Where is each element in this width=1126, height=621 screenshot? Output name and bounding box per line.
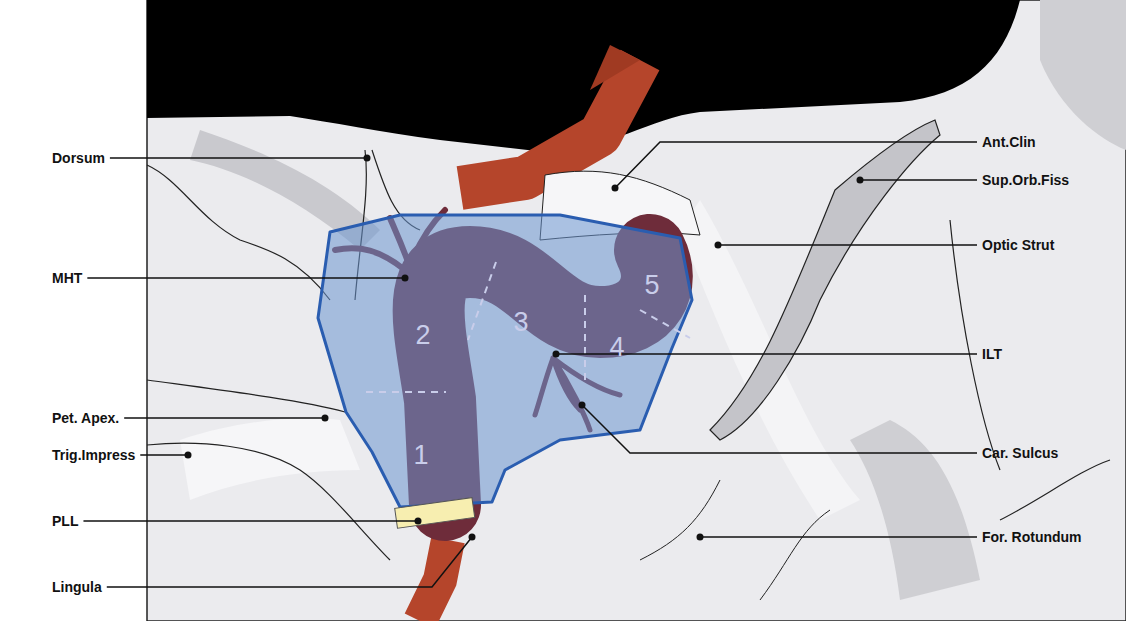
- clivus-edge: [147, 165, 330, 300]
- petrous-carotid: [420, 540, 448, 621]
- leader-line: [124, 417, 325, 419]
- callout-number: 5: [644, 270, 659, 300]
- leader-line: [718, 244, 977, 246]
- leader-dot: [579, 402, 586, 409]
- ligament-band: [395, 498, 475, 529]
- leader-dot: [402, 275, 409, 282]
- part-label: Lingula: [52, 578, 102, 596]
- leader-line: [615, 142, 977, 188]
- leader-line: [860, 179, 977, 181]
- leader-line: [110, 157, 367, 159]
- part-label: ILT: [982, 345, 1002, 363]
- leader-dot: [322, 415, 329, 422]
- part-label: MHT: [52, 269, 82, 287]
- supraclinoid-carotid: [460, 60, 640, 188]
- bone-ground: [147, 0, 1126, 621]
- callout-number: 4: [609, 332, 624, 362]
- segment-dividers: [366, 262, 690, 392]
- leader-line: [140, 454, 188, 456]
- bone-shading: [850, 420, 980, 600]
- part-label: PLL: [52, 512, 78, 530]
- part-label: Optic Strut: [982, 236, 1054, 254]
- segment-divider: [640, 310, 690, 338]
- segment-divider: [584, 295, 586, 382]
- segment-divider: [468, 262, 496, 340]
- leader-dot: [415, 518, 422, 525]
- petrous-ridge: [147, 380, 345, 412]
- leader-dot: [364, 155, 371, 162]
- leader-line: [107, 537, 472, 587]
- leader-dot: [697, 534, 704, 541]
- bone-edge: [950, 220, 1110, 520]
- leader-dot: [857, 177, 864, 184]
- cavernous-sinus: [318, 215, 692, 507]
- part-label: Car. Sulcus: [982, 444, 1058, 462]
- bone-shading: [1040, 0, 1126, 150]
- part-label: Ant.Clin: [982, 133, 1036, 151]
- segment-divider: [366, 391, 446, 393]
- leader-dot: [715, 242, 722, 249]
- part-label: Dorsum: [52, 149, 105, 167]
- carotid-cut: [590, 45, 640, 90]
- callout-number: 3: [513, 307, 528, 337]
- callout-number: 1: [413, 440, 428, 470]
- petrolingual-ligament: [395, 498, 475, 529]
- part-label: For. Rotundum: [982, 528, 1082, 546]
- leader-line: [83, 520, 418, 522]
- leader-dot: [553, 351, 560, 358]
- superior-orbital-fissure: [710, 120, 940, 440]
- leader-line: [582, 405, 977, 453]
- bone-edge: [640, 480, 830, 600]
- leader-dot: [469, 534, 476, 541]
- leader-line: [700, 536, 977, 538]
- trigeminal-impression: [147, 443, 390, 560]
- part-label: Sup.Orb.Fiss: [982, 171, 1069, 189]
- leader-line: [87, 277, 405, 279]
- callout-number: 2: [415, 320, 430, 350]
- part-label: Trig.Impress: [52, 446, 135, 464]
- part-label: Pet. Apex.: [52, 409, 119, 427]
- leader-dot: [612, 185, 619, 192]
- bone-shading: [180, 418, 360, 500]
- leader-dot: [185, 452, 192, 459]
